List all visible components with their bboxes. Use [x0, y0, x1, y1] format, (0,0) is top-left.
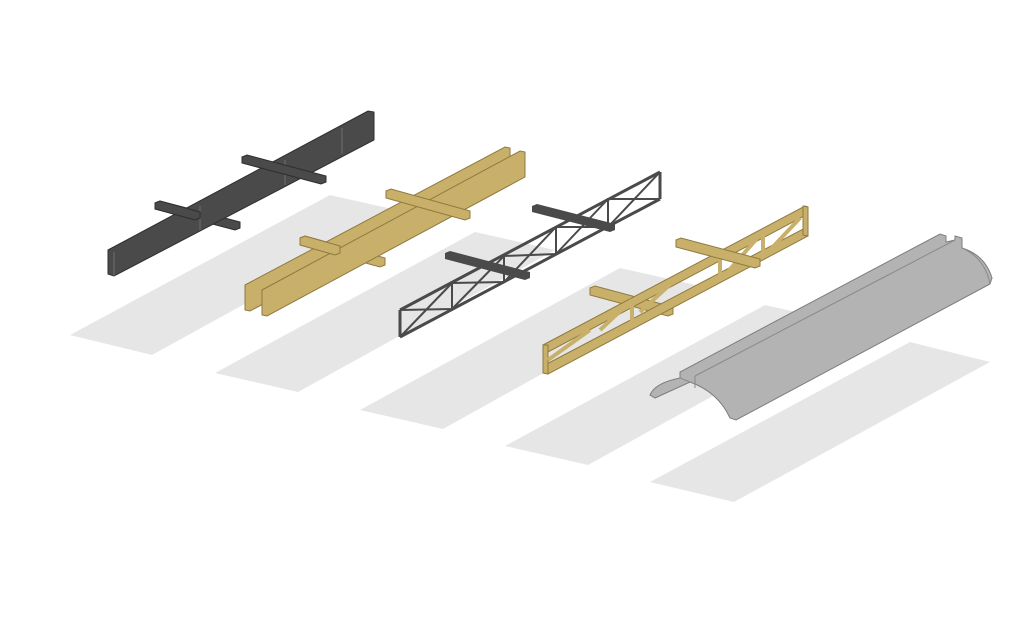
timber-glulam-beam	[244, 146, 526, 317]
steel-plate-girder	[107, 110, 375, 277]
shadow-concrete-beam	[650, 342, 990, 502]
shadow-steel-plate-girder	[70, 195, 410, 355]
timber-truss	[542, 205, 809, 375]
steel-truss	[398, 170, 662, 339]
concrete-beam	[649, 233, 993, 421]
